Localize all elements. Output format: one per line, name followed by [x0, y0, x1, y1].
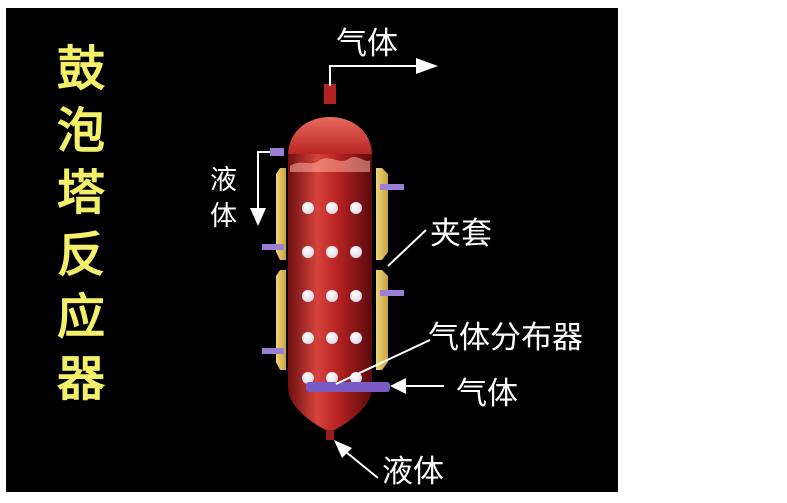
title-char: 应	[56, 289, 105, 345]
label-gas-outlet: 气体	[336, 26, 398, 62]
label-liquid-inlet-1: 液	[210, 165, 237, 196]
jacket-right	[376, 168, 388, 370]
gas-distributor-pipe	[306, 382, 390, 392]
label-gas-distributor: 气体分布器	[428, 320, 583, 356]
label-jacket: 夹套	[430, 216, 492, 252]
arrow-right-icon	[416, 58, 438, 74]
vessel	[288, 117, 372, 440]
arrow-left-icon	[390, 378, 406, 394]
diagram-canvas: 鼓泡塔反应器	[6, 8, 618, 492]
arrow-up-left-icon	[334, 440, 352, 458]
title-char: 塔	[56, 165, 105, 221]
label-liquid-outlet: 液体	[382, 454, 444, 490]
distributor-leader	[335, 339, 431, 385]
vertical-title: 鼓泡塔反应器	[46, 38, 116, 410]
bubble-column-drawing	[250, 58, 444, 479]
gas-inlet-line	[390, 378, 444, 394]
title-char: 反	[56, 227, 105, 283]
liquid-inlet-line	[250, 151, 270, 226]
label-liquid-inlet-2: 体	[210, 201, 237, 232]
label-gas-inlet: 气体	[456, 376, 518, 412]
title-char: 泡	[56, 103, 105, 159]
jacket-leader	[387, 229, 427, 267]
gas-outlet-line	[324, 58, 438, 104]
liquid-outlet-line	[334, 440, 379, 479]
jacket-left	[276, 168, 286, 370]
title-char: 器	[56, 351, 105, 407]
gas-bubbles	[302, 202, 362, 384]
title-char: 鼓	[56, 41, 105, 97]
jacket-nozzles	[262, 148, 404, 354]
arrow-down-icon	[250, 208, 266, 226]
